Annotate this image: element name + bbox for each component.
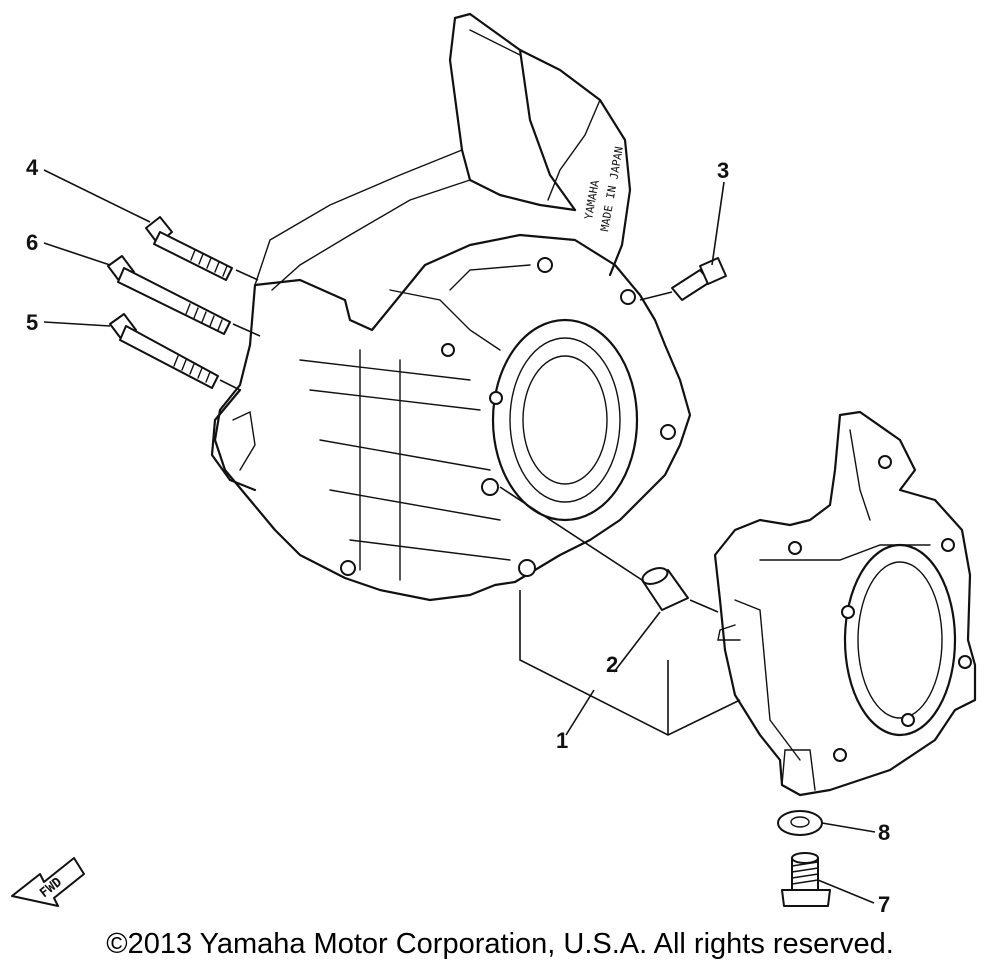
callout-3: 3 [717,158,729,183]
callout-6: 6 [26,230,38,255]
fitting-3 [671,257,727,301]
bolt-6 [107,255,231,335]
washer-8 [777,810,823,836]
bolt-5 [109,313,219,389]
casting-mark-line-1: YAMAHA [582,179,602,221]
callout-1: 1 [556,728,568,753]
callout-5: 5 [26,310,38,335]
callout-8: 8 [878,820,890,845]
callout-2: 2 [606,652,618,677]
forward-arrow-icon: FWD [11,857,85,907]
callout-7: 7 [878,892,890,917]
dowel-pin-2 [641,567,689,611]
crankcase-left-half [210,12,692,602]
leader-lines [43,169,876,904]
crankcase-right-half [713,410,977,797]
bolt-7 [781,852,831,907]
casting-mark-line-2: MADE IN JAPAN [598,145,626,232]
callout-4: 4 [26,155,39,180]
bolt-4 [145,216,233,281]
copyright-notice: ©2013 Yamaha Motor Corporation, U.S.A. A… [106,928,894,960]
